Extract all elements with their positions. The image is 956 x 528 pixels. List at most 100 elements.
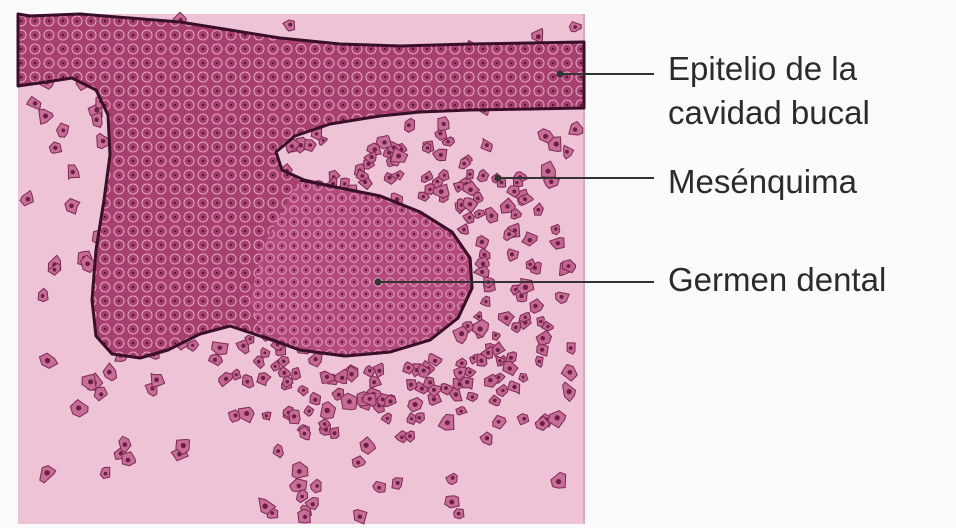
cell-nucleus <box>567 389 572 394</box>
cell-nucleus <box>468 187 473 192</box>
cell-nucleus <box>191 344 194 347</box>
cell-nucleus <box>478 213 481 216</box>
cell-nucleus <box>480 240 484 244</box>
cell-nucleus <box>460 361 464 365</box>
cell-nucleus <box>349 372 353 376</box>
cell-nucleus <box>292 414 296 418</box>
cell-nucleus <box>69 204 74 209</box>
label-epitelio-line1: Epitelio de la <box>668 50 870 88</box>
cell-nucleus <box>489 214 493 218</box>
cell-nucleus <box>509 356 513 360</box>
cell-nucleus <box>286 380 289 383</box>
cell-nucleus <box>377 486 381 490</box>
cell-nucleus <box>400 436 403 439</box>
cell-nucleus <box>573 25 577 29</box>
cell-nucleus <box>314 357 318 361</box>
cell-nucleus <box>468 216 472 220</box>
cell-nucleus <box>422 195 425 198</box>
cell-nucleus <box>515 181 518 184</box>
cell-nucleus <box>514 213 517 216</box>
cell-nucleus <box>372 380 376 384</box>
cell-nucleus <box>288 23 292 27</box>
cell-nucleus <box>104 472 108 476</box>
cell-nucleus <box>497 420 501 424</box>
cell-nucleus <box>501 389 504 392</box>
cell-nucleus <box>439 153 443 157</box>
cell-nucleus <box>528 238 532 242</box>
cell-nucleus <box>297 469 302 474</box>
cell-nucleus <box>425 176 429 180</box>
cell-nucleus <box>308 143 312 147</box>
cell-nucleus <box>122 442 127 447</box>
cell-nucleus <box>263 351 266 354</box>
cell-nucleus <box>340 376 344 380</box>
cell-nucleus <box>540 421 545 426</box>
cell-nucleus <box>538 360 541 363</box>
cell-nucleus <box>274 365 277 368</box>
cell-nucleus <box>481 174 485 178</box>
cell-nucleus <box>303 515 307 519</box>
label-epitelio-line2: cavidad bucal <box>668 94 870 132</box>
cell-nucleus <box>541 336 545 340</box>
cell-nucleus <box>485 436 489 440</box>
cell-nucleus <box>313 398 317 402</box>
cell-nucleus <box>522 417 526 421</box>
cell-nucleus <box>373 147 377 151</box>
cell-nucleus <box>449 500 454 505</box>
cell-nucleus <box>358 514 363 519</box>
cell-nucleus <box>94 118 98 122</box>
cell-nucleus <box>332 431 336 435</box>
cell-nucleus <box>549 180 553 184</box>
cell-nucleus <box>442 122 446 126</box>
cell-nucleus <box>496 348 500 352</box>
cell-nucleus <box>396 481 400 485</box>
cell-nucleus <box>99 392 103 396</box>
cell-nucleus <box>514 326 518 330</box>
cell-nucleus <box>282 371 286 375</box>
cell-nucleus <box>468 202 472 206</box>
cell-nucleus <box>493 399 497 403</box>
cell-nucleus <box>512 385 516 389</box>
cell-nucleus <box>523 285 528 290</box>
cell-nucleus <box>454 392 458 396</box>
cell-nucleus <box>477 326 482 331</box>
cell-nucleus <box>555 415 560 420</box>
cell-nucleus <box>126 458 131 463</box>
cell-nucleus <box>443 174 446 177</box>
cell-nucleus <box>567 264 571 268</box>
cell-nucleus <box>323 422 326 425</box>
cell-nucleus <box>528 263 531 266</box>
cell-nucleus <box>61 129 65 133</box>
cell-nucleus <box>481 262 485 266</box>
cell-nucleus <box>218 345 223 350</box>
cell-nucleus <box>101 139 106 144</box>
cell-nucleus <box>545 169 550 174</box>
cell-nucleus <box>485 143 489 147</box>
cell-nucleus <box>257 360 261 364</box>
cell-nucleus <box>356 461 360 465</box>
cell-nucleus <box>446 140 449 143</box>
cell-nucleus <box>417 416 421 420</box>
cell-nucleus <box>325 375 329 379</box>
cell-nucleus <box>294 371 298 375</box>
cell-nucleus <box>462 228 466 232</box>
cell-nucleus <box>508 366 512 370</box>
label-epitelio: Epitelio de la cavidad bucal <box>668 50 870 132</box>
cell-nucleus <box>249 337 252 340</box>
cell-nucleus <box>505 204 509 208</box>
cell-nucleus <box>435 180 439 184</box>
cell-nucleus <box>45 358 50 363</box>
cell-nucleus <box>302 389 305 392</box>
cell-nucleus <box>480 270 484 274</box>
cell-nucleus <box>396 174 400 178</box>
cell-nucleus <box>546 325 549 328</box>
cell-nucleus <box>311 502 315 506</box>
cell-nucleus <box>300 495 304 499</box>
cell-nucleus <box>413 402 418 407</box>
cell-nucleus <box>471 395 474 398</box>
cell-nucleus <box>512 190 516 194</box>
cell-nucleus <box>556 241 560 245</box>
cell-nucleus <box>432 397 436 401</box>
cell-nucleus <box>381 398 385 402</box>
cell-nucleus <box>235 373 238 376</box>
